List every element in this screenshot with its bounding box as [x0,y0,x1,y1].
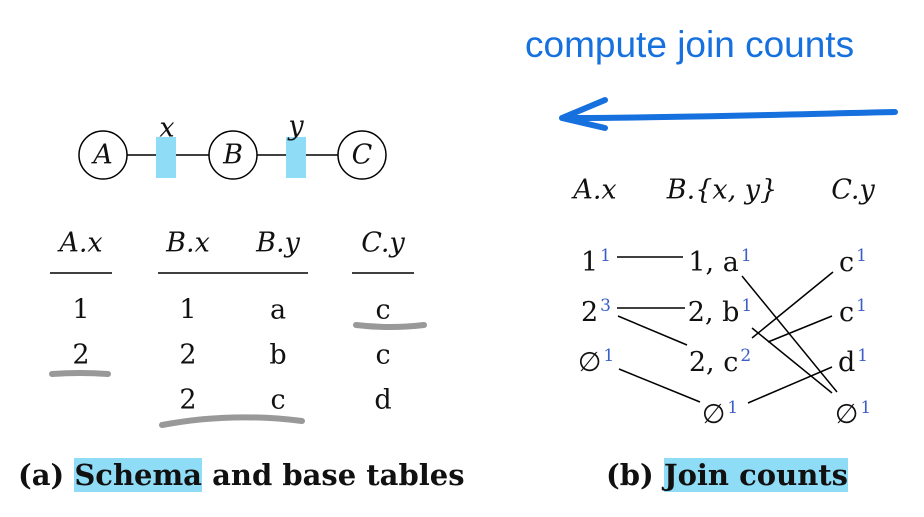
header-B-y: B.y [256,227,300,259]
join-count: 1 [740,246,752,266]
edge-label-x: x [159,112,175,144]
cell: b [269,339,287,371]
header-B-x: B.x [166,227,210,259]
edge-label-y: y [288,110,304,142]
join-count: 1 [856,246,867,266]
join-edges [617,256,838,404]
jc-header-B: B.{x, y} [666,174,778,206]
cell: c [375,294,391,326]
join-node-left: ∅1 [577,346,615,378]
join-count: 1 [603,346,615,366]
join-node-right: ∅1 [834,398,872,430]
cell: 2 [72,339,90,371]
mark-c [353,322,427,330]
join-count: 1 [727,398,739,418]
join-node-mid: ∅1 [701,398,739,430]
cell: c [375,339,391,371]
node-A [78,130,128,180]
jc-header-A: A.x [573,174,617,206]
header-A-x: A.x [59,227,103,259]
join-count: 1 [600,246,612,266]
cell: a [269,294,287,326]
cell: d [374,384,392,416]
node-C [337,130,387,180]
arrow-icon [559,97,898,131]
edge-highlight-y [286,137,306,178]
node-label-A: A [93,139,113,171]
mark-2c [159,414,305,428]
node-B [208,130,258,180]
node-label-C: C [351,139,373,171]
jc-header-C: C.y [831,174,875,206]
caption-b: (b) Join counts [606,458,848,492]
join-count: 1 [856,296,867,316]
cell: 2 [179,384,197,416]
header-C-y: C.y [361,227,405,259]
join-count: 1 [860,398,872,418]
join-count: 2 [740,346,752,366]
node-label-B: B [223,139,243,171]
join-count: 1 [857,346,869,366]
cell: c [270,384,286,416]
cell: 2 [179,339,197,371]
compute-join-counts-annotation: compute join counts [525,24,855,65]
cell: 1 [179,294,197,326]
cell: 1 [72,294,90,326]
join-count: 1 [741,296,753,316]
caption-a: (a) Schema and base tables [18,458,465,492]
join-count: 3 [600,296,612,316]
mark-2 [49,370,111,377]
edge-highlight-x [156,137,176,178]
